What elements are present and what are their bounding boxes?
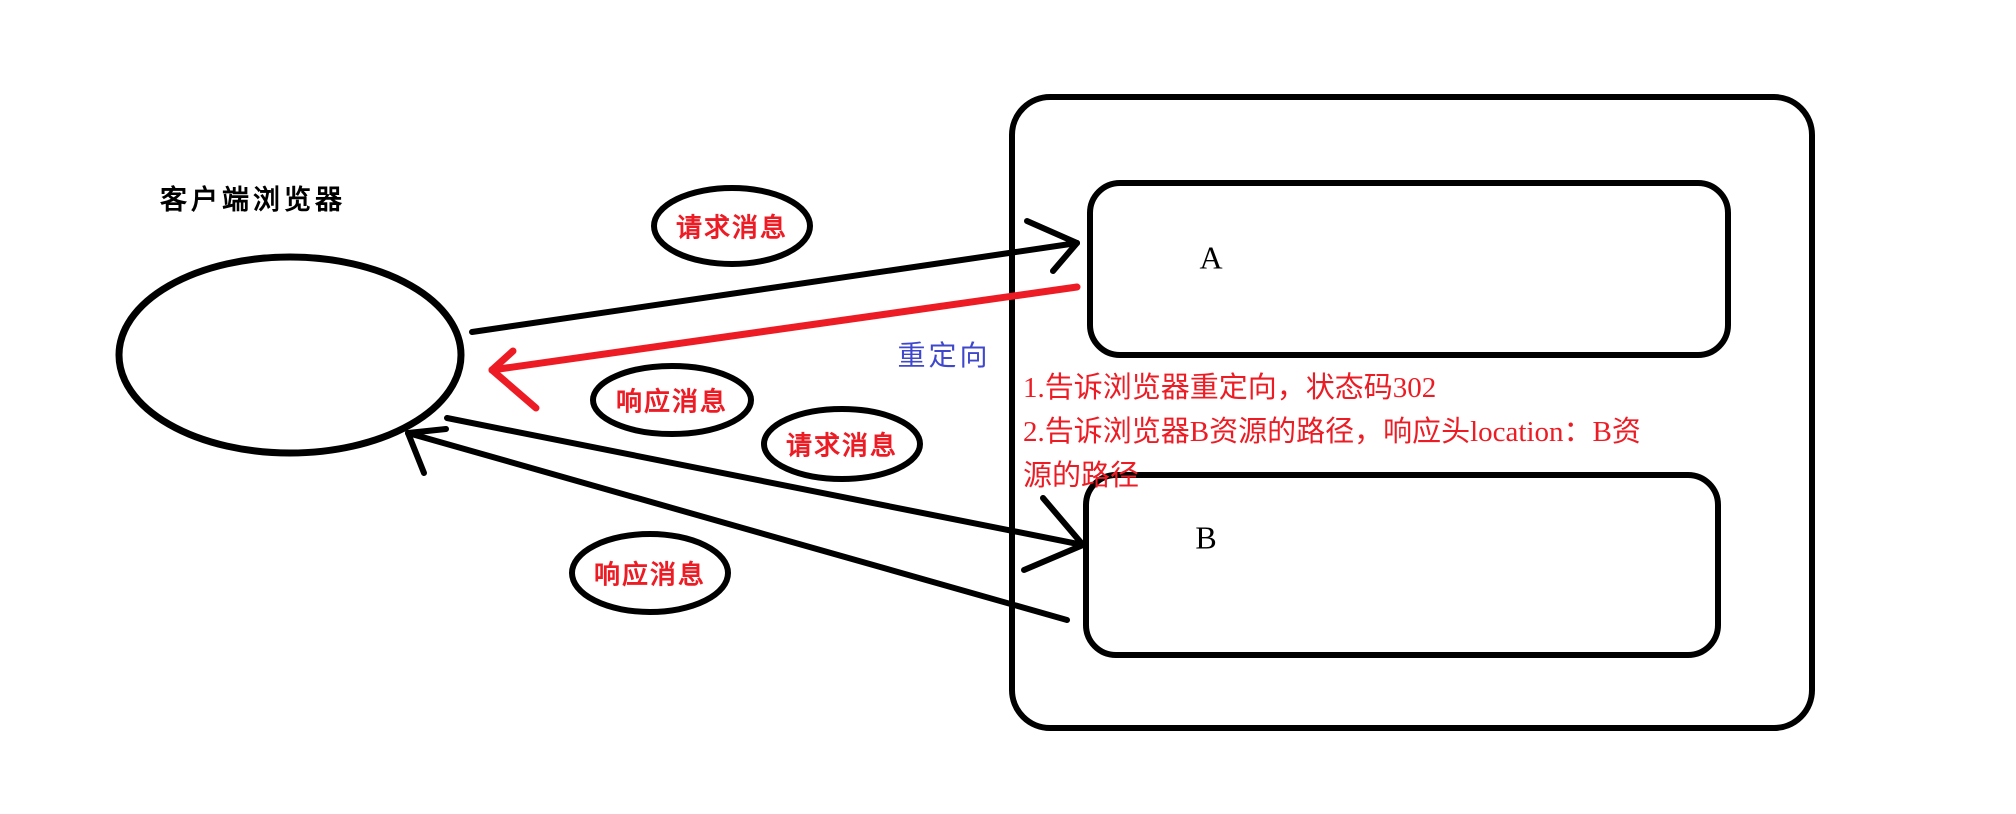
resource-a-label: A [1199, 239, 1223, 276]
request-b-bubble-label: 请求消息 [785, 431, 899, 461]
note-line-3: 源的路径 [1023, 460, 1140, 492]
resource-b-label: B [1195, 519, 1217, 556]
response-b-bubble-label: 响应消息 [593, 560, 707, 590]
server-box [1009, 94, 1815, 731]
client-browser-ellipse [115, 253, 465, 457]
request-b-bubble [761, 406, 923, 482]
request-to-a-arrow [469, 218, 1080, 335]
request-a-bubble [651, 185, 813, 267]
client-browser-label: 客户端浏览器 [160, 185, 346, 215]
note-line-1: 1.告诉浏览器重定向，状态码302 [1023, 372, 1437, 404]
request-to-b-arrow [444, 415, 1086, 573]
response-b-bubble [569, 531, 731, 615]
redirect-label: 重定向 [897, 341, 991, 372]
request-a-bubble-label: 请求消息 [675, 213, 789, 243]
response-from-b-arrow [405, 426, 1070, 623]
response-a-bubble [590, 363, 754, 437]
resource-a-box [1087, 180, 1731, 358]
resource-b-box [1083, 472, 1721, 658]
redirect-notes: 1.告诉浏览器重定向，状态码302 2.告诉浏览器B资源的路径，响应头locat… [1023, 366, 1703, 498]
response-a-bubble-label: 响应消息 [615, 387, 729, 417]
redirect-response-arrow [488, 283, 1081, 412]
note-line-2: 2.告诉浏览器B资源的路径，响应头location：B资 [1023, 416, 1641, 448]
